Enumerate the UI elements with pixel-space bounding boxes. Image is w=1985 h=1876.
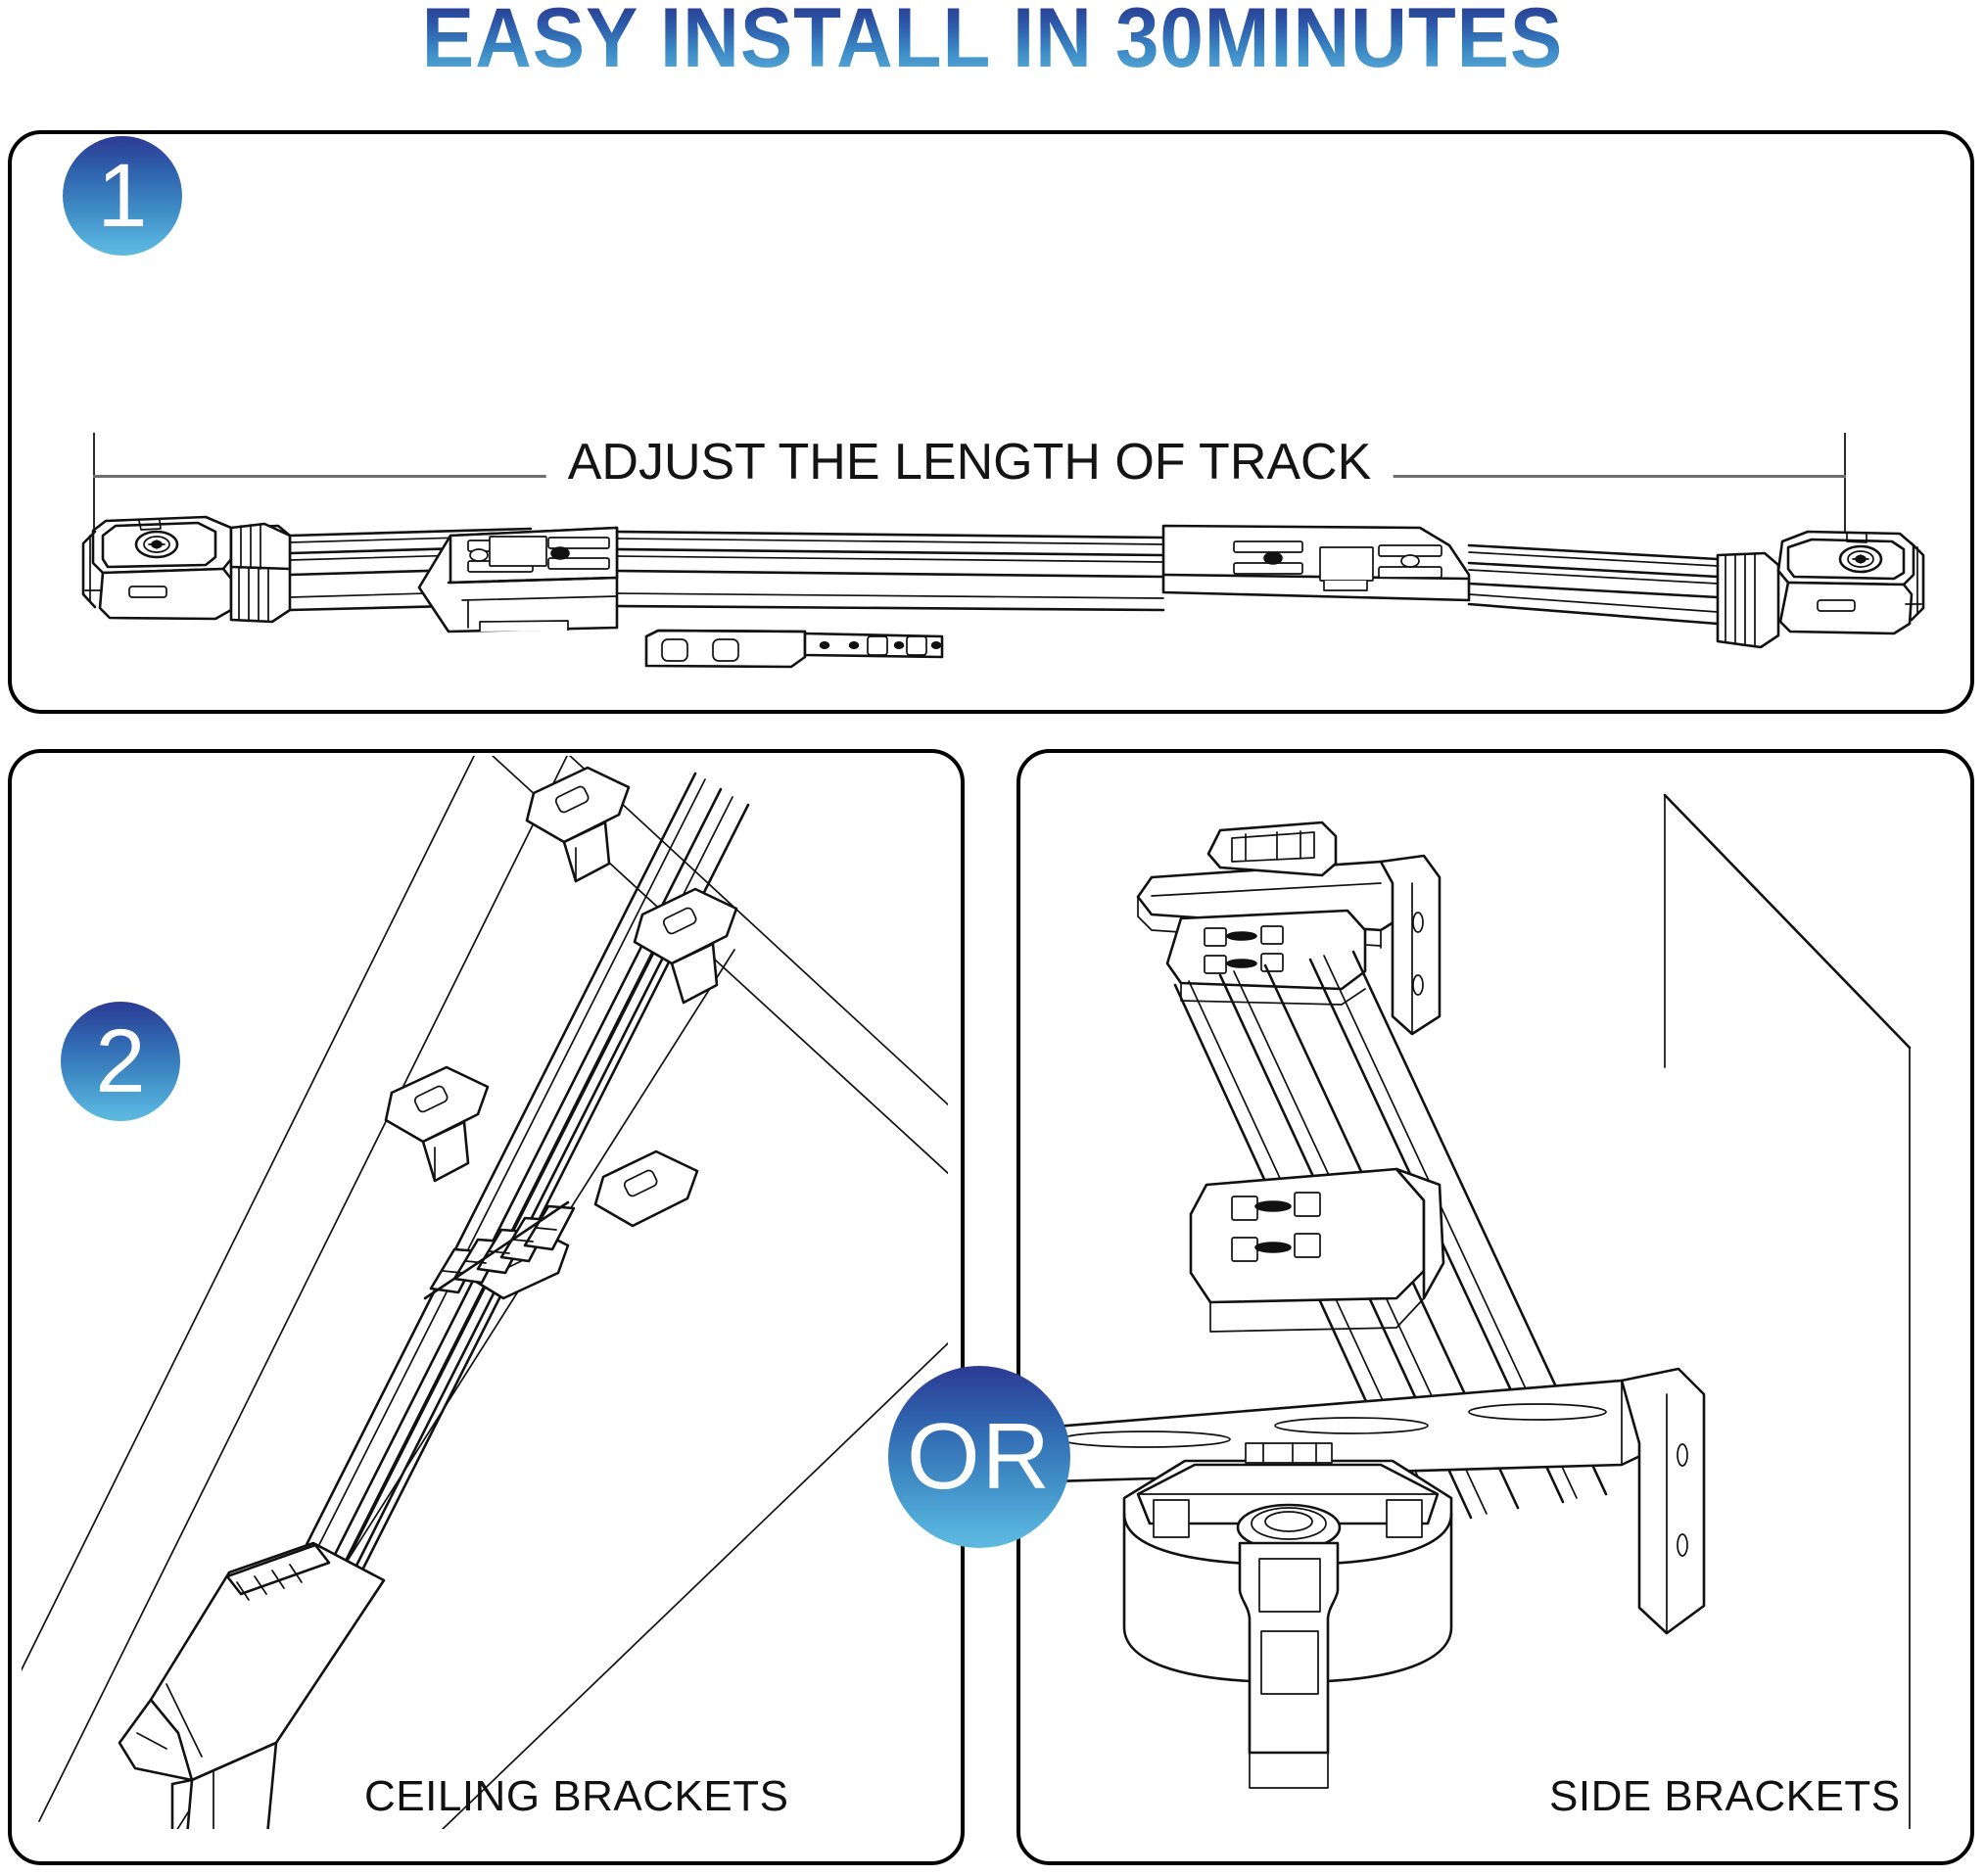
ceiling-bracket [384,1065,490,1183]
track-rail-centre [615,530,1165,612]
motor-drum [1122,1442,1453,1789]
track-left-end-cap [81,515,292,624]
step-2-badge: 2 [61,1002,180,1121]
page-title: EASY INSTALL IN 30MINUTES [70,0,1915,82]
track-secondary-housing [1161,524,1471,602]
step-1-badge: 1 [63,136,182,256]
track-mount-plate-lower [1189,1167,1445,1333]
track-right-end-cap [1716,530,1925,649]
ceiling-bracket [525,766,631,883]
track-mount-plate-upper [1165,909,1367,1006]
ceiling-brackets-caption: CEILING BRACKETS [364,1772,789,1820]
ceiling-bracket [633,887,738,1005]
ceiling-bracket-illustration [22,756,948,1829]
or-badge: OR [888,1366,1070,1548]
track-carrier-slider [644,629,944,669]
motor-body [118,1541,386,1829]
track-motor-housing [417,526,619,633]
side-brackets-caption: SIDE BRACKETS [1549,1772,1901,1820]
wall-plane [1663,793,1912,1829]
step-1-panel [8,130,1974,714]
ceiling-plane [22,756,948,1829]
dimension-tick-left [93,433,95,536]
ceiling-bracket [593,1149,699,1228]
track-rail-right [1467,543,1720,626]
ceiling-bracket-group [384,766,738,1300]
track-length-dimension: ADJUST THE LENGTH OF TRACK [93,433,1846,536]
side-bracket-illustration [1030,793,1912,1829]
track-carrier-cluster [423,1200,576,1300]
dimension-label: ADJUST THE LENGTH OF TRACK [545,433,1394,492]
track-assembly-illustration [81,515,1925,669]
dimension-tick-right [1844,433,1846,536]
side-bracket-arm [1030,1367,1706,1635]
bracket-top-cap [1206,821,1338,877]
